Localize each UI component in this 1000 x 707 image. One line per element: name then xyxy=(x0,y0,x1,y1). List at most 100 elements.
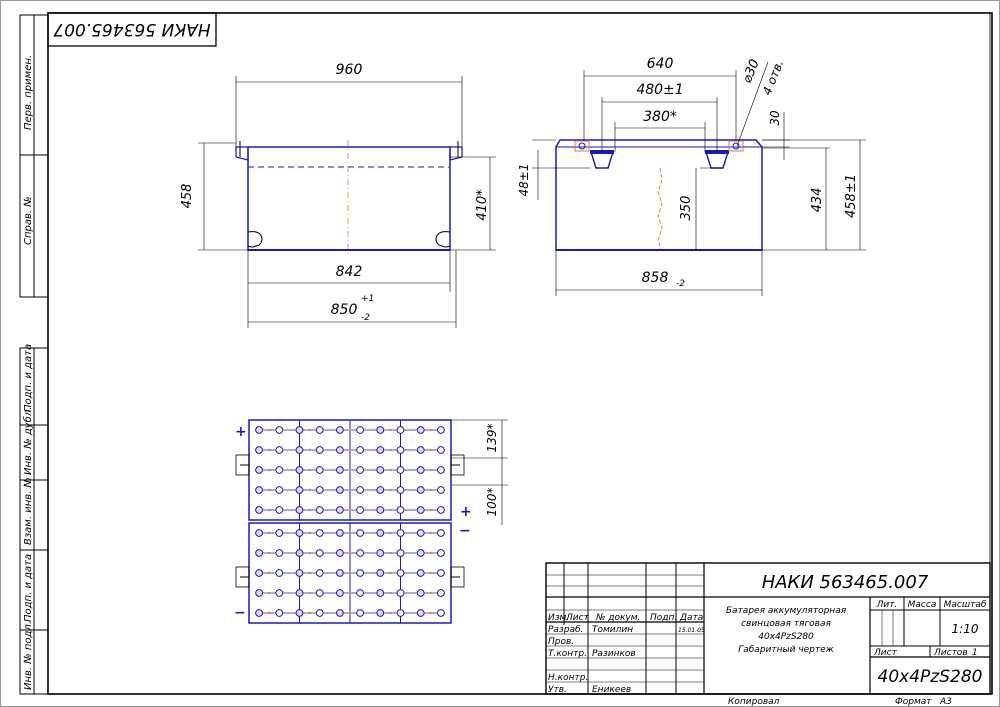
hdr-list: Лист xyxy=(565,613,590,623)
cell-terminal xyxy=(255,506,264,514)
cell-terminal xyxy=(295,426,304,434)
dim-458: 458 xyxy=(180,184,195,209)
cell-terminal xyxy=(295,446,304,454)
dim-850-tol-lo: -2 xyxy=(361,313,370,323)
cell-terminal xyxy=(376,529,385,537)
cell-terminal xyxy=(255,486,264,494)
role-prov: Пров. xyxy=(548,637,574,647)
cell-terminal xyxy=(437,446,445,454)
cell-terminal xyxy=(396,486,405,494)
cell-plug xyxy=(389,468,392,472)
cell-plug xyxy=(389,488,392,492)
cell-terminal xyxy=(255,549,264,557)
cell-terminal xyxy=(275,589,284,597)
cell-terminal xyxy=(376,466,385,474)
cell-terminal xyxy=(356,466,365,474)
dim-850-tol-hi: +1 xyxy=(361,294,374,304)
cell-plug xyxy=(429,591,432,595)
cell-plug xyxy=(268,428,271,432)
cell-terminal xyxy=(295,569,304,577)
cell-terminal xyxy=(437,569,445,577)
dim-100: 100* xyxy=(485,488,499,517)
cell-terminal xyxy=(396,549,405,557)
dim-850: 850 xyxy=(331,302,358,318)
cell-terminal xyxy=(356,486,365,494)
cell-terminal xyxy=(295,466,304,474)
cell-terminal xyxy=(336,529,344,537)
cell-terminal xyxy=(376,426,385,434)
sheets-label: Листов xyxy=(933,648,968,658)
cell-terminal xyxy=(315,549,324,557)
cell-plug xyxy=(348,531,352,535)
cell-terminal xyxy=(336,446,344,454)
cell-terminal xyxy=(356,506,365,514)
cell-plug xyxy=(348,448,352,452)
cell-terminal xyxy=(437,426,445,434)
cell-plug xyxy=(429,468,432,472)
lit-label: Лит. xyxy=(876,600,898,610)
cell-terminal xyxy=(416,466,425,474)
org-mark: 40x4PzS280 xyxy=(878,667,983,687)
title-code: НАКИ 563465.007 xyxy=(762,572,929,593)
cell-terminal xyxy=(376,549,385,557)
cell-plug xyxy=(429,531,432,535)
role-razrab: Разраб. xyxy=(548,625,583,635)
front-view: 960 458 410* 842 850 +1 -2 xyxy=(180,62,496,328)
dim-640: 640 xyxy=(647,56,674,72)
cell-plug xyxy=(308,531,311,535)
cell-terminal xyxy=(295,486,304,494)
hole-count: 4 отв. xyxy=(760,58,787,97)
cell-terminal xyxy=(376,589,385,597)
cell-terminal xyxy=(336,569,344,577)
cell-terminal xyxy=(275,529,284,537)
cell-terminal xyxy=(416,506,425,514)
front-body xyxy=(247,146,451,251)
cell-terminal xyxy=(356,609,365,617)
dim-350: 350 xyxy=(679,196,694,221)
title-block: НАКИ 563465.007 Изм. Лист № докум. Подп.… xyxy=(545,562,991,695)
cell-terminal xyxy=(437,609,445,617)
cell-terminal xyxy=(315,589,324,597)
cell-plug xyxy=(268,551,271,555)
strip-label-5: Взам. инв. № xyxy=(23,477,34,545)
cell-terminal xyxy=(437,506,445,514)
cell-terminal xyxy=(416,426,425,434)
cell-terminal xyxy=(437,529,445,537)
cell-terminal xyxy=(275,486,284,494)
cell-plug xyxy=(348,591,352,595)
cell-terminal xyxy=(416,589,425,597)
plus-terminal: + xyxy=(235,424,247,440)
cell-terminal xyxy=(275,466,284,474)
cell-terminal xyxy=(295,609,304,617)
cell-plug xyxy=(429,428,432,432)
cell-plug xyxy=(268,591,271,595)
mass-label: Масса xyxy=(908,600,937,610)
title-line-4: Габаритный чертеж xyxy=(738,645,834,655)
dim-960: 960 xyxy=(336,62,363,78)
cell-terminal xyxy=(255,529,264,537)
name-tkontr: Разинков xyxy=(592,649,636,659)
date-razrab: 15.01.05 xyxy=(678,627,705,634)
cell-terminal xyxy=(396,569,405,577)
cell-plug xyxy=(308,508,311,512)
cell-terminal xyxy=(437,589,445,597)
strip-label-4: Инв. № дубл. xyxy=(22,407,34,475)
cell-terminal xyxy=(295,506,304,514)
role-tkontr: Т.контр. xyxy=(548,649,587,659)
cell-terminal xyxy=(255,589,264,597)
cell-plug xyxy=(308,591,311,595)
cell-terminal xyxy=(376,486,385,494)
strip-label-7: Инв. № подл. xyxy=(23,621,34,690)
cell-plug xyxy=(268,448,271,452)
cell-terminal xyxy=(336,589,344,597)
cell-plug xyxy=(308,468,311,472)
cell-plug xyxy=(308,611,311,615)
cell-terminal xyxy=(315,486,324,494)
rotated-designation: НАКИ 563465.007 xyxy=(53,19,211,39)
hdr-doc: № докум. xyxy=(595,613,640,623)
footer-format-label: Формат xyxy=(895,697,932,707)
dim-30: 30 xyxy=(768,110,782,126)
hole-diameter: ⌀30 xyxy=(740,57,763,85)
cell-terminal xyxy=(416,549,425,557)
dim-858-tol: -2 xyxy=(676,279,685,289)
